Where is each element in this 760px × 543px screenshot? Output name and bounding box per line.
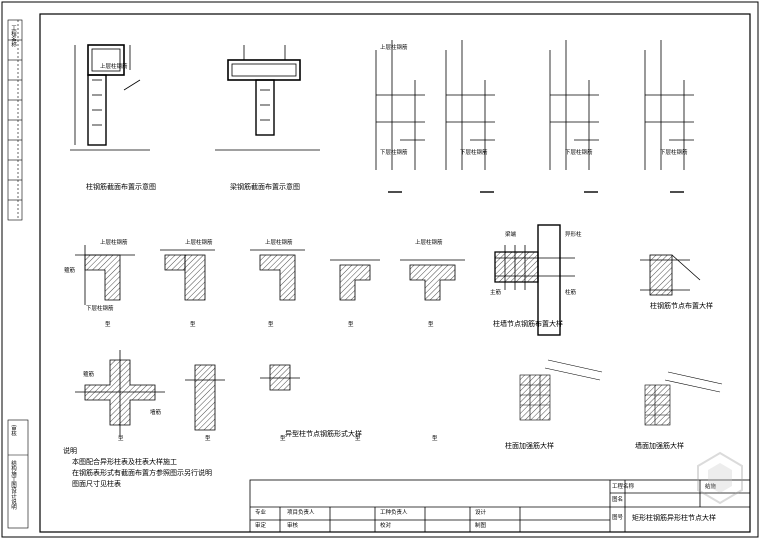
shape-caption-3: 型: [268, 322, 274, 328]
label-top-col: 上层柱钢筋: [100, 64, 128, 70]
beam-column-connection: [494, 224, 575, 336]
shape-caption-8: 型: [280, 436, 286, 442]
strip-text-bottom: 结构施工图设计说明: [10, 460, 16, 510]
tb-r2-c3: 校对: [380, 523, 392, 529]
shape-caption-9: 型: [355, 436, 361, 442]
label-stirrup-2: 箍筋: [83, 372, 95, 378]
title-block: [249, 479, 751, 533]
label-top-4: 上层柱钢筋: [415, 240, 443, 246]
tb-r2-c4: 制图: [475, 523, 487, 529]
wall-reinforcement-grid: [644, 371, 723, 426]
caption-column-section: 柱钢筋截面布置示意图: [86, 183, 156, 191]
notes-line-3: 图面尺寸见柱表: [72, 480, 121, 488]
column-joint-detail: [640, 254, 701, 296]
tb-r1-c4: 设计: [475, 510, 487, 516]
shape-joints-row2: [75, 245, 465, 305]
label-top-2: 上层柱钢筋: [185, 240, 213, 246]
left-strip: [7, 19, 29, 529]
caption-column-joint: 柱钢筋节点布置大样: [650, 302, 713, 310]
notes-line-2: 在钢筋表形式有截面布置方参照图示另行说明: [72, 469, 212, 477]
beam-section-drawing: [215, 45, 320, 151]
shape-caption-7: 型: [205, 436, 211, 442]
column-section-drawing: [70, 44, 150, 151]
column-reinforcement-grid: [519, 359, 603, 421]
label-cast: 墙筋: [150, 410, 162, 416]
label-bottom-elev-1: 下层柱钢筋: [380, 150, 408, 156]
tb-right-3: 图号: [612, 515, 624, 521]
caption-wall-reinforcement: 墙面加强筋大样: [635, 442, 684, 450]
shape-caption-6: 型: [118, 436, 124, 442]
tb-right-1: 工程名称: [612, 484, 635, 490]
label-joint-side: 梁端: [505, 232, 517, 238]
strip-text-mid: 审核: [10, 425, 16, 436]
shape-caption-5: 型: [428, 322, 434, 328]
label-bottom-elev-4: 下层柱钢筋: [660, 150, 688, 156]
tb-right-2: 图名: [612, 497, 624, 503]
notes-heading: 说明: [63, 447, 77, 455]
strip-text-top: 工程名称: [10, 25, 16, 47]
shape-caption-2: 型: [190, 322, 196, 328]
label-wall-side: 异形柱: [565, 232, 582, 238]
label-column: 柱筋: [565, 290, 577, 296]
shape-caption-4: 型: [348, 322, 354, 328]
caption-beam-column: 柱墙节点钢筋布置大样: [493, 320, 563, 328]
watermark-logo: [697, 451, 743, 505]
tb-r1-c1: 专业: [255, 510, 267, 516]
tb-drawing-title: 矩形柱钢筋异形柱节点大样: [632, 514, 716, 522]
caption-beam-section: 梁钢筋截面布置示意图: [230, 183, 300, 191]
shape-caption-1: 型: [105, 322, 111, 328]
shape-caption-10: 型: [432, 436, 438, 442]
tb-r1-c3: 工种负责人: [380, 510, 408, 516]
tb-r2-c1: 审定: [255, 523, 267, 529]
caption-shape-note: 异型柱节点钢筋形式大样: [285, 430, 362, 438]
label-stirrup-1: 箍筋: [64, 268, 76, 274]
caption-column-reinforcement: 柱面加强筋大样: [505, 442, 554, 450]
label-bottom-1: 下层柱钢筋: [86, 306, 114, 312]
tb-r1-c2: 项目负责人: [287, 510, 315, 516]
label-top-elev-1: 上层柱钢筋: [380, 45, 408, 51]
label-top-1: 上层柱钢筋: [100, 240, 128, 246]
label-bottom-elev-2: 下层柱钢筋: [460, 150, 488, 156]
label-top-3: 上层柱钢筋: [265, 240, 293, 246]
label-bottom-elev-3: 下层柱钢筋: [565, 150, 593, 156]
notes-line-1: 本图配合异形柱表及柱表大样施工: [72, 458, 177, 466]
inner-frame: [39, 13, 751, 533]
shape-joints-row3: [75, 350, 300, 435]
tb-r2-c2: 审核: [287, 523, 299, 529]
tb-sheet-no: 结施: [705, 484, 716, 490]
elevation-details: [375, 40, 694, 193]
label-bar-side: 主筋: [490, 290, 502, 296]
